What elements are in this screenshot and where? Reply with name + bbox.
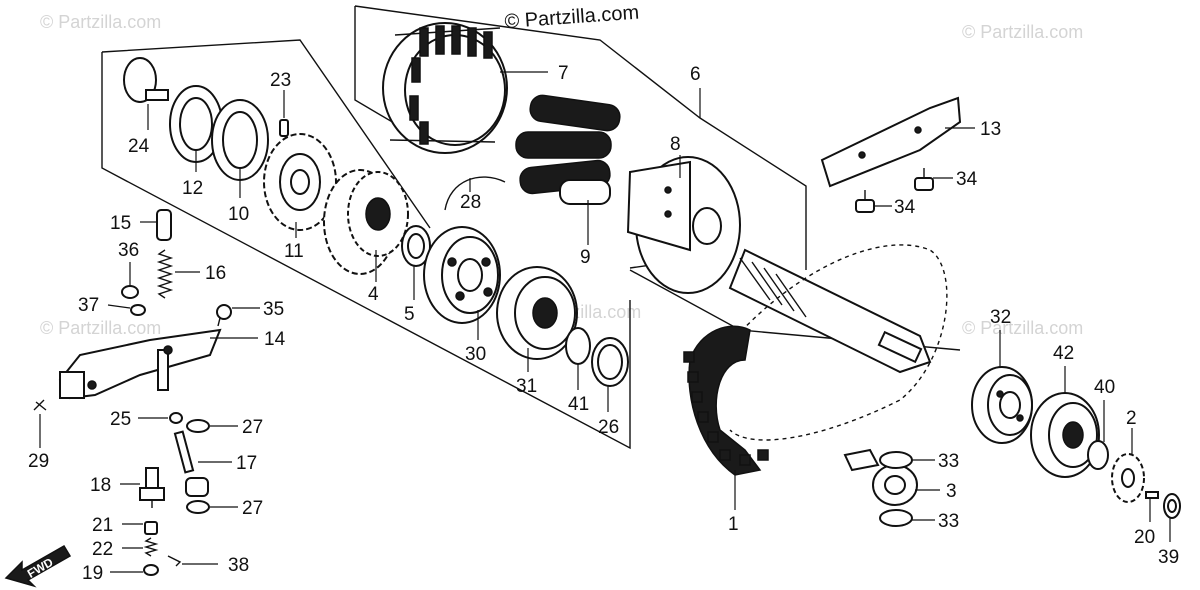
callout-5: 5: [404, 304, 415, 325]
fwd-arrow: FWD: [4, 544, 72, 588]
callout-27b: 27: [242, 498, 263, 519]
sprocket-2: [1111, 428, 1145, 503]
bearing-42: [1030, 366, 1100, 478]
tensioner-arm-3: [843, 448, 940, 506]
callout-30: 30: [465, 344, 486, 365]
nut-39: [1163, 493, 1181, 542]
watermark-mid-right: © Partzilla.com: [962, 318, 1083, 338]
callout-22: 22: [92, 539, 113, 560]
callout-17: 17: [236, 453, 257, 474]
callout-15: 15: [110, 213, 131, 234]
lever-14: [58, 328, 258, 400]
bearing-30: [423, 226, 501, 340]
washer-37: [107, 304, 146, 316]
drive-chain: [683, 244, 948, 510]
callout-38: 38: [228, 555, 249, 576]
snap-ring-28: [444, 176, 506, 211]
callout-39: 39: [1158, 547, 1179, 568]
callout-20: 20: [1134, 527, 1155, 548]
watermark-top-left: © Partzilla.com: [40, 12, 161, 32]
nut-19: [110, 564, 159, 576]
callout-33b: 33: [938, 511, 959, 532]
callout-19: 19: [82, 563, 103, 584]
callout-34b: 34: [956, 169, 978, 190]
callout-18: 18: [90, 475, 111, 496]
bolt-18: [120, 467, 165, 508]
callout-36: 36: [118, 240, 139, 261]
callout-21: 21: [92, 515, 113, 536]
callout-41: 41: [568, 394, 589, 415]
nut-36: [121, 262, 139, 299]
callout-23: 23: [270, 70, 291, 91]
washer-5: [401, 225, 431, 300]
callout-29: 29: [28, 451, 49, 472]
callout-6: 6: [690, 64, 701, 85]
o-ring-33a: [879, 451, 935, 469]
watermark-top-right: © Partzilla.com: [962, 22, 1083, 42]
collar-21: [122, 521, 158, 535]
callout-10: 10: [228, 204, 249, 225]
callout-31: 31: [516, 376, 537, 397]
callout-11: 11: [284, 241, 304, 262]
clutch-shoes: [515, 94, 621, 245]
washer-27a: [186, 419, 238, 433]
washer-25: [138, 412, 183, 424]
bolt-34b: [914, 168, 953, 191]
callout-labels: 1 2 3 4 5 6 7 8 9 10 11 12 13 14 15 16 1…: [28, 63, 1179, 584]
callout-7: 7: [558, 63, 569, 84]
callout-9: 9: [580, 247, 591, 268]
bolt-34a: [855, 190, 892, 213]
callout-16: 16: [205, 263, 226, 284]
watermark-mid-left: © Partzilla.com: [40, 318, 161, 338]
spring-22: [122, 537, 159, 557]
callout-33a: 33: [938, 451, 959, 472]
bearing-31: [496, 266, 578, 372]
gear-4: [323, 169, 409, 282]
callout-27a: 27: [242, 417, 263, 438]
callout-40: 40: [1094, 377, 1115, 398]
clutch-outer-drum: [382, 22, 548, 154]
callout-42: 42: [1053, 343, 1074, 364]
callout-34a: 34: [894, 197, 916, 218]
callout-32: 32: [990, 307, 1011, 328]
callout-3: 3: [946, 481, 957, 502]
callout-13: 13: [980, 119, 1001, 140]
clutch-drive-plate: [626, 155, 741, 294]
clip-38: [167, 555, 218, 567]
bolt-24: [123, 57, 169, 130]
ring-26: [591, 337, 629, 412]
o-ring-33b: [879, 509, 935, 527]
callout-24: 24: [128, 136, 150, 157]
pin-23: [279, 90, 289, 137]
screw-35: [216, 304, 260, 327]
callout-8: 8: [670, 134, 681, 155]
spring-16: [156, 249, 200, 299]
ring-41: [565, 327, 591, 390]
washer-12: [169, 85, 223, 172]
callout-1: 1: [728, 514, 739, 535]
mounting-bracket: [820, 96, 975, 188]
ring-40: [1087, 400, 1109, 470]
shaft-17: [173, 430, 232, 497]
clip-29: [33, 399, 47, 448]
bearing-32: [971, 330, 1033, 444]
washer-27b: [186, 500, 238, 514]
gear-11: [263, 133, 337, 238]
callout-26: 26: [598, 417, 619, 438]
watermark-main: © Partzilla.com: [504, 2, 640, 33]
callout-28: 28: [460, 192, 481, 213]
callout-2: 2: [1126, 408, 1137, 429]
callout-14: 14: [264, 329, 286, 350]
washer-10: [211, 99, 269, 198]
key-20: [1145, 491, 1159, 522]
callout-37: 37: [78, 295, 99, 316]
callout-35: 35: [263, 299, 284, 320]
callout-4: 4: [368, 284, 379, 305]
callout-25: 25: [110, 409, 131, 430]
callout-12: 12: [182, 178, 203, 199]
pin-15: [140, 209, 172, 241]
